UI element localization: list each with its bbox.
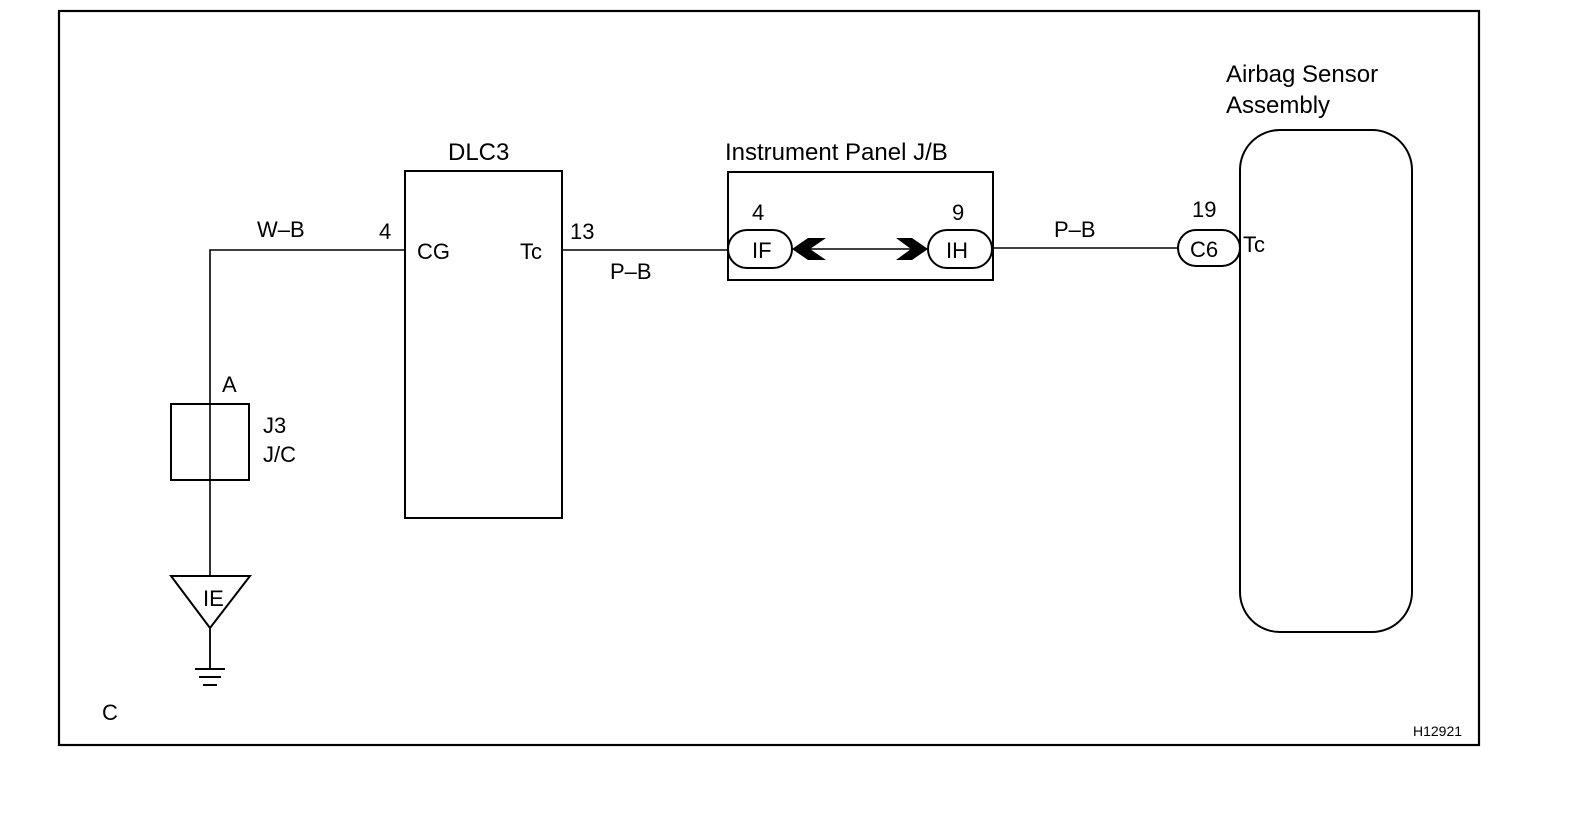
dlc3-cg-pin: CG [417,239,450,264]
jb-right-pin-number: 9 [952,200,964,225]
airbag-connector: C6 [1190,237,1218,262]
jb-left-connector: IF [752,238,772,263]
airbag-sensor-box [1239,129,1413,633]
diagram-frame [57,9,1481,747]
jb-box [727,171,994,281]
airbag-pin-number: 19 [1192,197,1216,222]
connector-arrow-left-icon [792,238,826,260]
airbag-connector-oval [1177,229,1241,267]
diagram-code: H12921 [1413,723,1462,739]
dlc3-tc-pin: Tc [520,239,542,264]
connector-arrow-right-icon [896,238,928,260]
jb-right-connector: IH [946,238,968,263]
junction-name-line1: J3 [263,413,286,438]
wire-label-p-b-dlc-jb: P–B [610,259,652,284]
wire-w-b [209,249,405,668]
jb-title: Instrument Panel J/B [725,139,948,166]
jb-left-pin-number: 4 [752,200,764,225]
ground-symbol [169,575,253,686]
ground-label: IE [203,586,224,611]
section-label: C [102,700,118,725]
dlc3-cg-pin-number: 4 [379,219,391,244]
airbag-pin: Tc [1243,232,1265,257]
dlc3-box [404,170,563,519]
junction-name-line2: J/C [263,442,296,467]
junction-box [170,403,250,481]
junction-pin-label: A [222,372,237,397]
airbag-title-line2: Assembly [1226,92,1330,119]
wire-label-p-b-jb-airbag: P–B [1054,217,1096,242]
dlc3-title: DLC3 [448,139,509,166]
airbag-title-line1: Airbag Sensor [1226,61,1378,88]
wire-label-w-b: W–B [257,217,305,242]
dlc3-tc-pin-number: 13 [570,219,594,244]
